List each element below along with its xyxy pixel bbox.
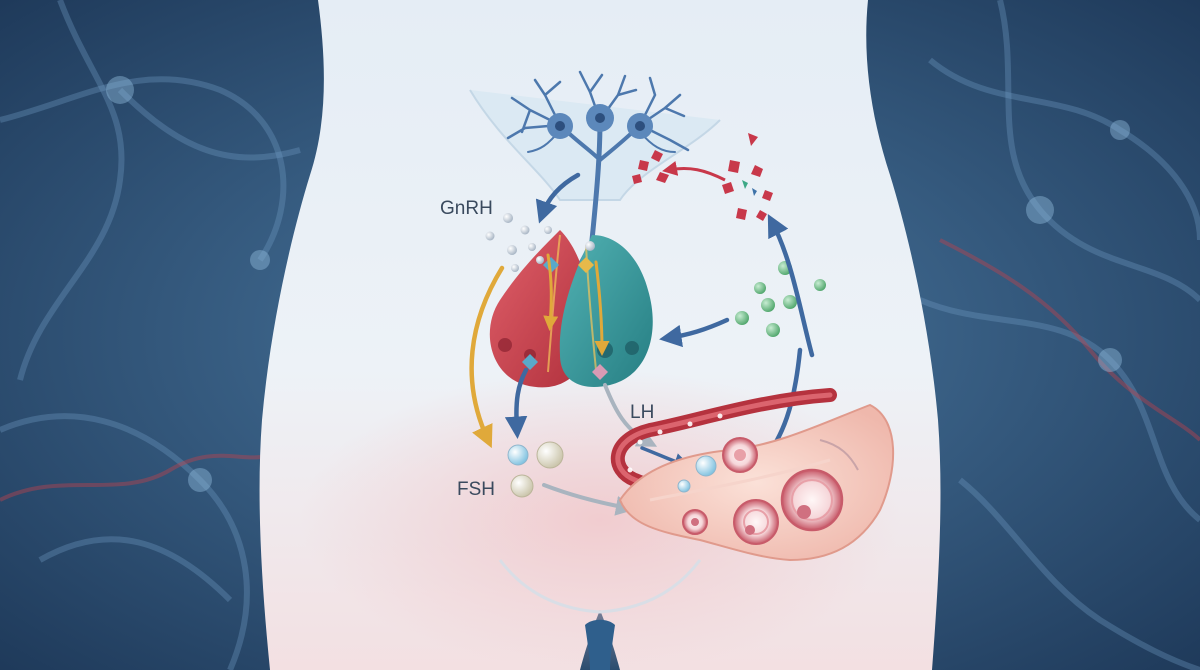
gnrh-label: GnRH [440,198,493,219]
estrogen-feedback-arrow [662,161,726,182]
vaginal-canal [585,619,615,670]
background-nodes [106,76,1130,492]
fsh-label: FSH [457,479,495,500]
follicle-icon [682,437,844,545]
pelvic-contour [498,559,702,614]
estrogen-crystal-icon [632,133,773,221]
background-vessels [0,238,1200,502]
pituitary-gland-icon [489,230,653,388]
lh-label: LH [630,402,654,423]
fsh-lh-molecules [507,441,717,498]
neuron-cell-bodies [547,104,653,139]
hormone-molecule-icon [485,213,595,272]
